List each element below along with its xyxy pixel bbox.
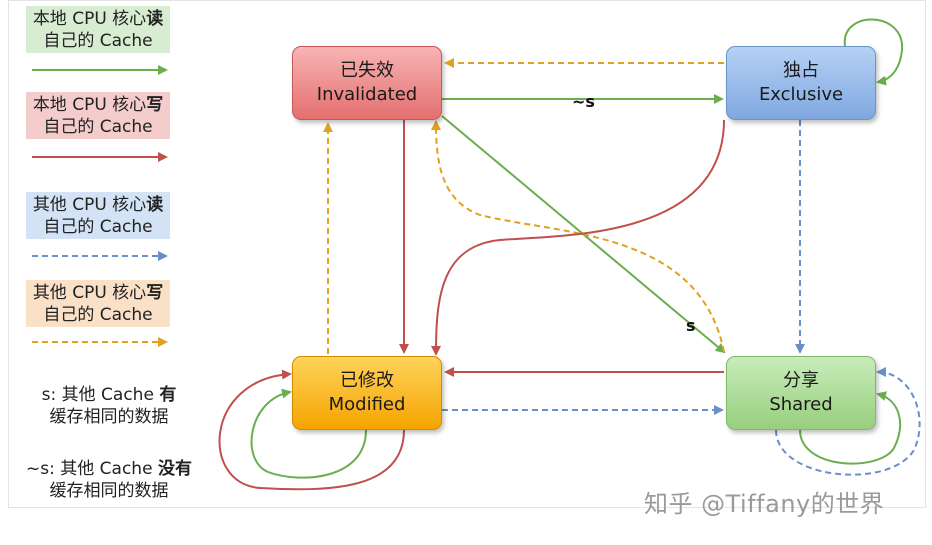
- state-label-en: Modified: [328, 394, 406, 415]
- legend-text-bold: 写: [146, 95, 164, 115]
- state-shared: 分享 Shared: [726, 356, 876, 430]
- state-label-en: Invalidated: [316, 84, 418, 105]
- state-label-cn: 分享: [783, 370, 819, 391]
- state-exclusive: 独占 Exclusive: [726, 46, 876, 120]
- legend-text-bold: 写: [146, 283, 164, 303]
- legend-remote-write: 其他 CPU 核心写 自己的 Cache: [26, 280, 170, 327]
- legend-local-write: 本地 CPU 核心写 自己的 Cache: [26, 92, 170, 139]
- arrow-shared-to-invalidated: [431, 120, 725, 353]
- arrow-modified-self-read: [250, 388, 367, 479]
- legend-text: 自己的 Cache: [43, 117, 153, 137]
- note-text: s: 其他 Cache: [41, 385, 160, 405]
- note-text: 缓存相同的数据: [49, 407, 169, 427]
- legend-text: 其他 CPU 核心: [32, 283, 147, 303]
- legend-remote-read: 其他 CPU 核心读 自己的 Cache: [26, 192, 170, 239]
- note-s: s: 其他 Cache 有 缓存相同的数据: [14, 384, 204, 428]
- legend-text: 其他 CPU 核心: [32, 195, 147, 215]
- state-invalidated: 已失效 Invalidated: [292, 46, 442, 120]
- state-modified: 已修改 Modified: [292, 356, 442, 430]
- edge-label-not-s: ~s: [572, 92, 595, 111]
- state-label-cn: 已修改: [340, 370, 394, 391]
- note-text: ~s: 其他 Cache: [26, 459, 158, 479]
- note-not-s: ~s: 其他 Cache 没有 缓存相同的数据: [14, 458, 204, 502]
- arrow-shared-self-read: [799, 391, 902, 465]
- watermark: 知乎 @Tiffany的世界: [644, 490, 885, 518]
- state-label-cn: 独占: [783, 60, 819, 81]
- arrow-exclusive-to-modified: [431, 119, 725, 356]
- legend-text: 本地 CPU 核心: [32, 95, 147, 115]
- legend-text: 本地 CPU 核心: [32, 9, 147, 29]
- legend-text: 自己的 Cache: [43, 31, 153, 51]
- legend-text: 自己的 Cache: [43, 217, 153, 237]
- edge-label-s: s: [686, 316, 696, 335]
- state-label-cn: 已失效: [340, 60, 394, 81]
- arrow-shared-self-remote-read: [775, 367, 921, 476]
- legend-text-bold: 读: [146, 195, 164, 215]
- legend-text-bold: 读: [146, 9, 164, 29]
- note-text-bold: 有: [159, 385, 177, 405]
- arrow-exclusive-self: [843, 18, 904, 86]
- legend-local-read: 本地 CPU 核心读 自己的 Cache: [26, 6, 170, 53]
- note-text: 缓存相同的数据: [49, 481, 169, 501]
- state-label-en: Exclusive: [758, 84, 844, 105]
- note-text-bold: 没有: [157, 459, 192, 479]
- arrow-modified-self-write: [218, 369, 405, 491]
- legend-text: 自己的 Cache: [43, 305, 153, 325]
- state-label-en: Shared: [769, 394, 833, 415]
